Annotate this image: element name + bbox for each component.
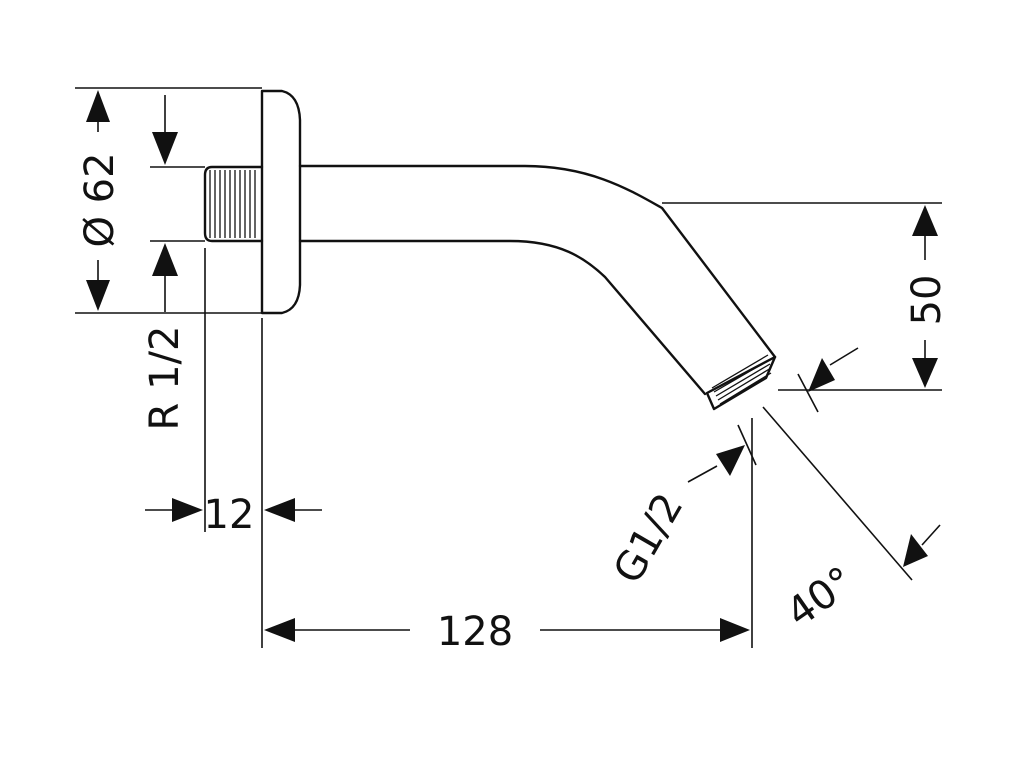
dimension-angle: 40° [762, 406, 941, 637]
dimension-inlet-length: 12 [145, 248, 322, 648]
arrow-up-icon [86, 90, 110, 122]
arrow-icon [808, 358, 835, 392]
wall-rosette [260, 89, 302, 315]
outlet-thread-lines [711, 354, 772, 405]
drop-label: 50 [904, 275, 950, 326]
dimension-inlet-thread: R 1/2 [142, 95, 205, 430]
length-label: 128 [437, 609, 513, 655]
inlet-length-label: 12 [204, 492, 255, 538]
outlet-end [705, 355, 777, 411]
arrow-icon [903, 534, 928, 567]
arrow-down-icon [912, 358, 938, 388]
arrow-icon [716, 445, 745, 476]
arrow-right-icon [172, 498, 203, 522]
outlet-thread-label: G1/2 [605, 486, 693, 592]
arrow-left-icon [264, 618, 295, 642]
arm-bottom-edge [298, 239, 707, 396]
dimension-length: 128 [264, 418, 753, 655]
shower-arm-outline [203, 89, 777, 411]
dimension-outlet-thread: G1/2 [605, 347, 859, 592]
angle-label: 40° [778, 558, 862, 636]
arm-top-edge [298, 164, 777, 359]
arrow-right-icon [720, 618, 750, 642]
inlet-thread-label: R 1/2 [142, 326, 188, 431]
inlet-stub [203, 165, 264, 243]
arrow-up-icon [912, 205, 938, 236]
dimension-drop: 50 [662, 202, 950, 391]
arrow-up-icon [152, 243, 178, 276]
diameter-label: Ø 62 [77, 152, 123, 247]
inlet-thread-lines [209, 170, 256, 238]
arrow-down-icon [152, 132, 178, 165]
arrow-left-icon [264, 498, 295, 522]
arrow-down-icon [86, 280, 110, 311]
dimension-diameter: Ø 62 [75, 87, 262, 314]
